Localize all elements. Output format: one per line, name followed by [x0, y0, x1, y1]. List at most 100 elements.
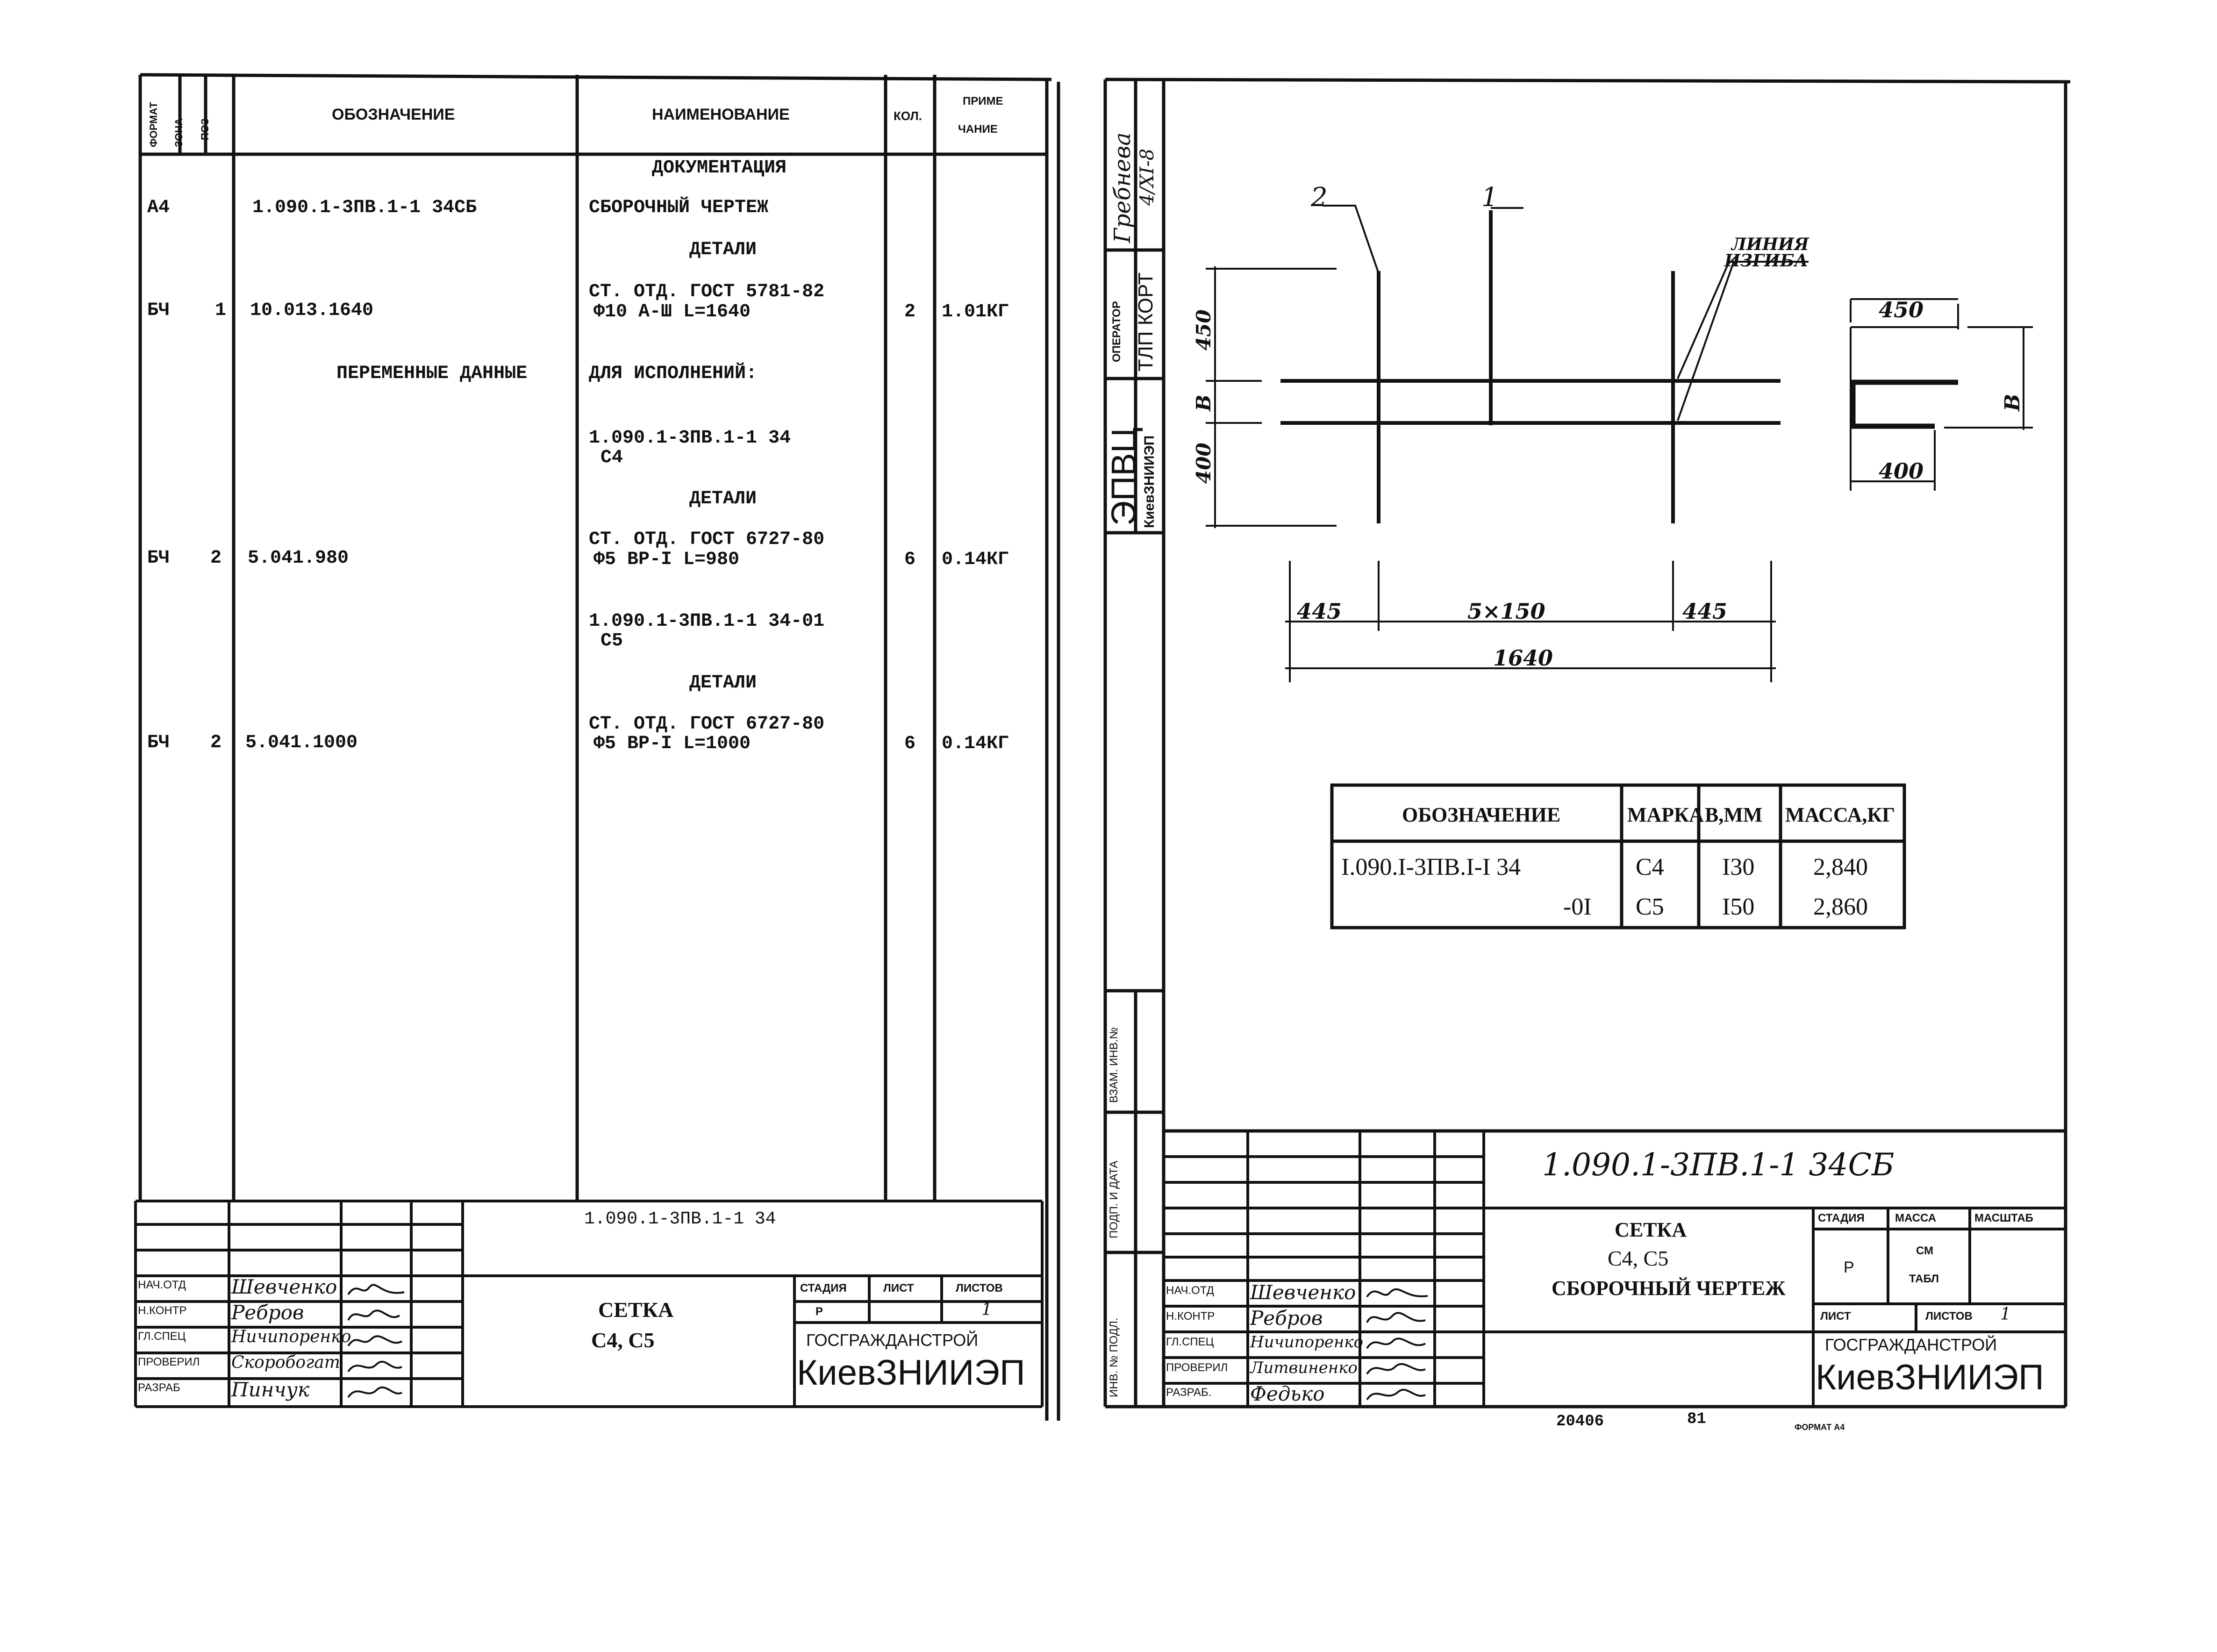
- signature-1: [347, 1284, 405, 1295]
- left-role-1: НАЧ.ОТД: [138, 1279, 186, 1291]
- right-person-3: Ничипоренко: [1250, 1333, 1364, 1352]
- right-title-2: С4, С5: [1608, 1246, 1669, 1270]
- right-role-4: ПРОВЕРИЛ: [1166, 1361, 1228, 1374]
- dim-5x150: 5×150: [1467, 599, 1545, 624]
- left-title-1: СЕТКА: [598, 1298, 674, 1322]
- side-stamp-org-small: КиевЗНИИЭП: [1142, 435, 1157, 528]
- dim-445-right: 445: [1682, 599, 1728, 624]
- right-sheet-label: ЛИСТ: [1820, 1310, 1851, 1323]
- footer-number: 20406: [1556, 1413, 1604, 1430]
- right-title-1: СЕТКА: [1615, 1218, 1687, 1241]
- row-note: 1.01КГ: [942, 301, 1009, 322]
- row-name: СТ. ОТД. ГОСТ 5781-82: [589, 281, 825, 302]
- operator-value: ТЛП КОРТ: [1134, 272, 1157, 372]
- row-designation: 5.041.980: [248, 548, 349, 569]
- table-cell: 2,840: [1813, 854, 1868, 880]
- table-cell: I30: [1722, 854, 1755, 880]
- left-org-2: КиевЗНИИЭП: [797, 1353, 1025, 1393]
- left-person-4: Скоробогат: [231, 1353, 340, 1372]
- right-table-lines: [1330, 783, 1906, 930]
- row-designation: ПЕРЕМЕННЫЕ ДАННЫЕ: [336, 363, 528, 384]
- table-cell: С4: [1636, 854, 1664, 880]
- dim-450-vertical: 450: [1192, 309, 1215, 350]
- header-designation: ОБОЗНАЧЕНИЕ: [332, 106, 455, 123]
- left-person-2: Ребров: [231, 1301, 304, 1324]
- side-stamp-date: 4/XI-8: [1137, 148, 1158, 206]
- row-name: СТ. ОТД. ГОСТ 6727-80: [589, 714, 825, 735]
- left-person-1: Шевченко: [231, 1275, 337, 1298]
- right-role-5: РАЗРАБ.: [1166, 1386, 1212, 1399]
- right-person-1: Шевченко: [1250, 1281, 1356, 1304]
- right-mass-label: МАССА: [1895, 1212, 1937, 1224]
- signature-3: [347, 1335, 403, 1347]
- dim-b-vertical: В: [1192, 394, 1215, 412]
- dim-445-left: 445: [1297, 599, 1342, 624]
- row-format: БЧ: [147, 548, 170, 569]
- table-cell: I50: [1722, 894, 1755, 920]
- table-header-mass: МАССА,КГ: [1785, 803, 1895, 826]
- signature-5: [347, 1386, 402, 1398]
- right-signatures: [1366, 1288, 1428, 1401]
- row-pos: 2: [210, 548, 222, 569]
- bend-line-label-1: ЛИНИЯ: [1731, 235, 1809, 254]
- header-note-2: ЧАНИЕ: [958, 123, 998, 136]
- right-stage-label: СТАДИЯ: [1818, 1212, 1865, 1224]
- table-cell: 2,860: [1813, 894, 1868, 920]
- row-note: 0.14КГ: [942, 549, 1009, 570]
- table-header-mark: МАРКА: [1627, 803, 1704, 826]
- signature-1: [1366, 1288, 1428, 1298]
- footer-sub: 81: [1687, 1410, 1706, 1428]
- right-person-5: Федько: [1250, 1382, 1325, 1405]
- signature-2: [1366, 1312, 1426, 1323]
- dim-400-vertical: 400: [1192, 443, 1215, 484]
- inv-orig-label: ИНВ. № ПОДЛ.: [1108, 1317, 1120, 1397]
- right-sheets-label: ЛИСТОВ: [1925, 1310, 1973, 1323]
- table-cell: I.090.I-3ПВ.I-I 34: [1341, 854, 1521, 880]
- signature-4: [1366, 1363, 1426, 1375]
- right-sheet-frame: [1103, 78, 2071, 1409]
- detail-dim-450: 450: [1879, 297, 1924, 322]
- left-stage-value: Р: [815, 1305, 823, 1318]
- row-name: СБОРОЧНЫЙ ЧЕРТЕЖ: [589, 197, 769, 218]
- right-sheets-value: 1: [2000, 1305, 2011, 1324]
- right-document-code: 1.090.1-3ПВ.1-1 34СБ: [1542, 1147, 1895, 1183]
- right-person-4: Литвиненко: [1250, 1359, 1358, 1377]
- side-stamp-org: ЭПВЦ: [1104, 427, 1143, 526]
- signature-5: [1366, 1388, 1426, 1401]
- row-format: А4: [147, 197, 170, 218]
- row-name-2: С4: [601, 447, 623, 468]
- row-name: СТ. ОТД. ГОСТ 6727-80: [589, 529, 825, 550]
- header-note-1: ПРИМЕ: [963, 95, 1003, 107]
- left-signatures: [347, 1284, 405, 1398]
- bent-rod: [1850, 379, 1958, 429]
- row-name: 1.090.1-3ПВ.1-1 34-01: [589, 611, 825, 632]
- row-pos: 1: [215, 300, 227, 321]
- signature-2: [347, 1309, 400, 1321]
- right-mass-value-1: СМ: [1916, 1244, 1934, 1257]
- right-person-2: Ребров: [1250, 1307, 1323, 1330]
- right-stage-value: Р: [1844, 1259, 1854, 1276]
- left-sheet-label: ЛИСТ: [883, 1282, 914, 1294]
- dim-1640: 1640: [1493, 645, 1553, 671]
- leader-label-1: 1: [1481, 182, 1498, 213]
- operator-label: ОПЕРАТОР: [1110, 301, 1123, 362]
- header-pos: ПОЗ: [199, 118, 211, 140]
- left-title-2: С4, С5: [591, 1328, 655, 1352]
- signature-4: [347, 1360, 402, 1373]
- left-role-5: РАЗРАБ: [138, 1381, 180, 1394]
- right-title-3: СБОРОЧНЫЙ ЧЕРТЕЖ: [1552, 1277, 1786, 1300]
- left-sheet-frame: [138, 73, 1060, 1421]
- detail-dim-400: 400: [1879, 458, 1924, 484]
- table-header-b: В,ММ: [1705, 803, 1763, 826]
- table-header-designation: ОБОЗНАЧЕНИЕ: [1402, 803, 1561, 826]
- header-qty: КОЛ.: [894, 109, 922, 123]
- detail-dim-b: В: [2001, 393, 2024, 411]
- row-name: ДЛЯ ИСПОЛНЕНИЙ:: [589, 363, 758, 384]
- row-name: ДЕТАЛИ: [689, 672, 757, 694]
- row-format: БЧ: [147, 732, 170, 753]
- row-name: ДЕТАЛИ: [689, 488, 757, 509]
- left-role-4: ПРОВЕРИЛ: [138, 1356, 200, 1368]
- row-designation: 10.013.1640: [250, 300, 374, 321]
